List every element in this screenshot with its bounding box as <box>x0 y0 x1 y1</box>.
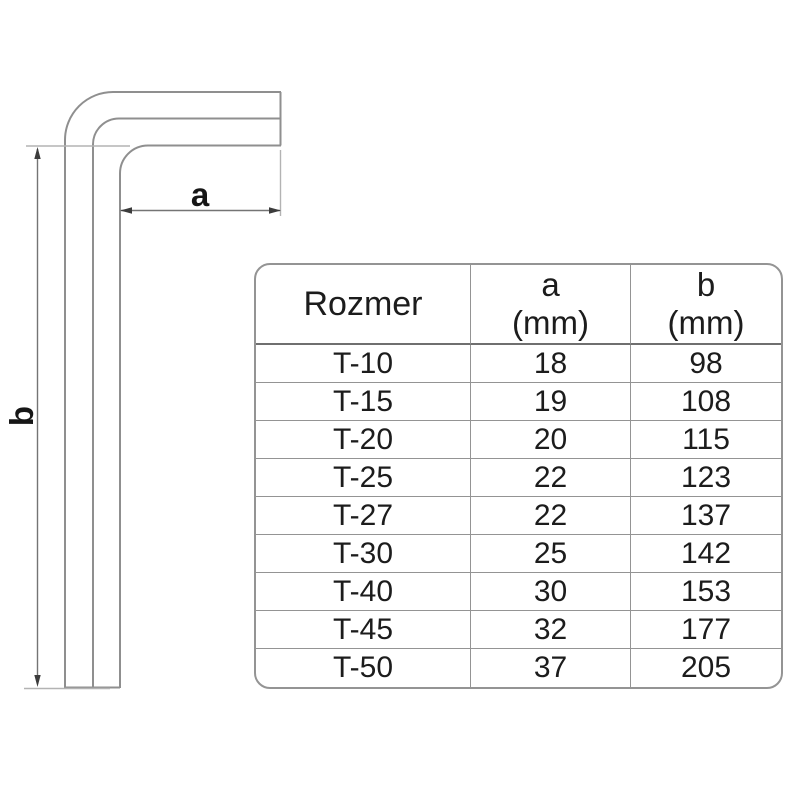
key-middle-edge <box>92 117 281 688</box>
dimension-b-label: b <box>3 406 40 426</box>
cell-a: 20 <box>471 421 631 459</box>
size-spec-table: Rozmer a (mm) b (mm) T-10 18 98 T-15 19 <box>254 263 783 689</box>
cell-size: T-27 <box>256 497 471 535</box>
cell-b: 108 <box>631 383 781 421</box>
cell-size: T-10 <box>256 345 471 383</box>
cell-a: 18 <box>471 345 631 383</box>
dimension-a-label: a <box>191 176 210 213</box>
cell-size: T-20 <box>256 421 471 459</box>
col-header-a-unit: (mm) <box>512 304 589 341</box>
dimension-a-arrow-right <box>269 207 281 214</box>
cell-b: 123 <box>631 459 781 497</box>
cell-size: T-25 <box>256 459 471 497</box>
dimension-b-arrow-bottom <box>34 675 41 687</box>
col-header-b: b (mm) <box>631 265 781 345</box>
cell-a: 32 <box>471 611 631 649</box>
col-header-b-unit: (mm) <box>667 304 745 341</box>
key-outer-edge <box>64 91 281 688</box>
dimension-a: a <box>120 176 281 214</box>
cell-a: 30 <box>471 573 631 611</box>
cell-a: 37 <box>471 649 631 687</box>
cell-b: 142 <box>631 535 781 573</box>
cell-size: T-15 <box>256 383 471 421</box>
cell-b: 98 <box>631 345 781 383</box>
dimension-a-arrow-left <box>120 207 132 214</box>
cell-b: 115 <box>631 421 781 459</box>
cell-size: T-45 <box>256 611 471 649</box>
cell-a: 25 <box>471 535 631 573</box>
col-header-size: Rozmer <box>256 265 471 345</box>
cell-size: T-50 <box>256 649 471 687</box>
col-header-a: a (mm) <box>471 265 631 345</box>
key-inner-edge <box>119 144 281 688</box>
dimension-b: b <box>3 147 41 687</box>
cell-size: T-40 <box>256 573 471 611</box>
hex-key-outline <box>64 91 282 689</box>
extension-lines <box>24 145 282 690</box>
cell-a: 19 <box>471 383 631 421</box>
cell-a: 22 <box>471 497 631 535</box>
cell-b: 153 <box>631 573 781 611</box>
cell-b: 177 <box>631 611 781 649</box>
cell-b: 205 <box>680 651 732 684</box>
cell-size: T-30 <box>256 535 471 573</box>
cell-a: 22 <box>471 459 631 497</box>
dimension-b-arrow-top <box>34 147 41 159</box>
cell-b: 137 <box>631 497 781 535</box>
col-header-a-letter: a <box>541 266 560 303</box>
col-header-b-letter: b <box>696 266 716 303</box>
